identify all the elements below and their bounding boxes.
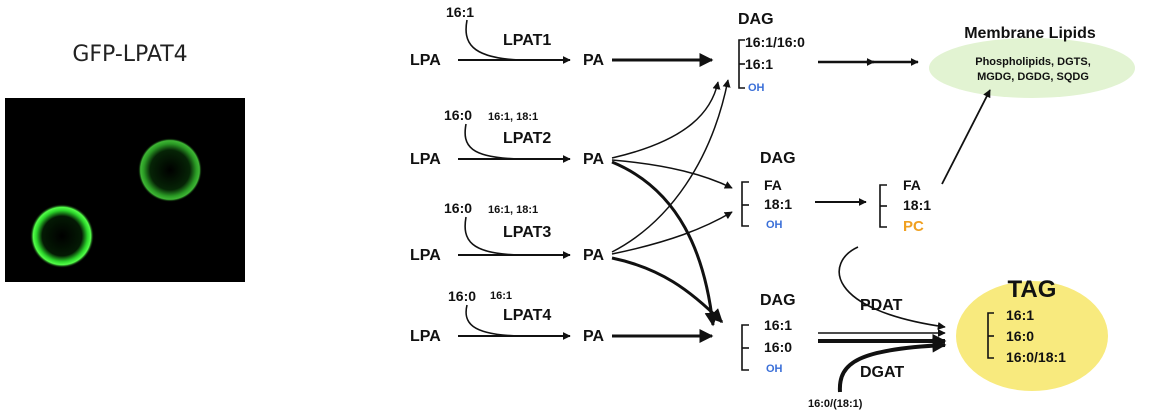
membrane-lipids: Membrane Lipids Phospholipids, DGTS, MGD… bbox=[929, 25, 1135, 98]
dag-label: DAG bbox=[760, 292, 796, 309]
gfp-micrograph bbox=[5, 98, 245, 282]
dag-chain: 16:0 bbox=[764, 339, 792, 355]
pc-chain: FA bbox=[903, 177, 921, 193]
lpa-label: LPA bbox=[410, 151, 441, 168]
dag-label: DAG bbox=[738, 11, 774, 28]
dag-chain: 16:1/16:0 bbox=[745, 34, 805, 50]
acyl-minor-label: 16:1 bbox=[490, 290, 512, 302]
membrane-line1: Phospholipids, DGTS, bbox=[975, 56, 1091, 68]
acyl-donor-arrow bbox=[465, 19, 521, 61]
row-lpat3: LPA 16:0 16:1, 18:1 LPAT3 PA bbox=[410, 200, 604, 264]
dag-middle: DAG FA 18:1 OH bbox=[741, 150, 796, 231]
pa-branch-arrows bbox=[611, 79, 733, 327]
dag-chain: 16:1 bbox=[745, 56, 773, 72]
gfp-cell-dim bbox=[138, 138, 202, 202]
enzyme-lpat3: LPAT3 bbox=[503, 224, 551, 241]
dag-chain: 16:1 bbox=[764, 317, 792, 333]
row-lpat4: LPA 16:0 16:1 LPAT4 PA bbox=[410, 288, 714, 345]
pc-headgroup-label: PC bbox=[903, 218, 924, 235]
micrograph-title: GFP-LPAT4 bbox=[72, 42, 188, 67]
dag-bottom: DAG 16:1 16:0 OH bbox=[741, 292, 796, 375]
acyl-minor-label: 16:1, 18:1 bbox=[488, 204, 538, 216]
tag-chain: 16:0/18:1 bbox=[1006, 349, 1066, 365]
pc-species: FA 18:1 PC bbox=[879, 177, 931, 235]
tag-pool: TAG 16:1 16:0 16:0/18:1 bbox=[956, 276, 1108, 391]
pa-label: PA bbox=[583, 247, 604, 264]
lpa-label: LPA bbox=[410, 328, 441, 345]
dag-chain: 18:1 bbox=[764, 196, 792, 212]
tag-title: TAG bbox=[1008, 276, 1057, 303]
acyl-donor-label: 16:1 bbox=[446, 4, 474, 20]
acyl-donor-label: 16:0 bbox=[444, 107, 472, 123]
enzyme-pdat: PDAT bbox=[860, 297, 903, 314]
dag-chain: FA bbox=[764, 177, 782, 193]
pa-label: PA bbox=[583, 328, 604, 345]
dag-label: DAG bbox=[760, 150, 796, 167]
pa-label: PA bbox=[583, 52, 604, 69]
lpa-label: LPA bbox=[410, 247, 441, 264]
gfp-cell-bright bbox=[30, 204, 94, 268]
row-lpat2: LPA 16:0 16:1, 18:1 LPAT2 PA bbox=[410, 107, 604, 168]
enzyme-lpat1: LPAT1 bbox=[503, 32, 551, 49]
enzyme-dgat: DGAT bbox=[860, 364, 904, 381]
hydroxyl-label: OH bbox=[766, 363, 783, 375]
hydroxyl-label: OH bbox=[748, 82, 765, 94]
dag-top: DAG 16:1/16:0 16:1 OH bbox=[738, 11, 805, 94]
hydroxyl-label: OH bbox=[766, 219, 783, 231]
pc-chain: 18:1 bbox=[903, 197, 931, 213]
acyl-donor-label: 16:0 bbox=[444, 200, 472, 216]
enzyme-lpat2: LPAT2 bbox=[503, 130, 551, 147]
acyl-minor-label: 16:1, 18:1 bbox=[488, 111, 538, 123]
membrane-title: Membrane Lipids bbox=[964, 25, 1096, 42]
membrane-line2: MGDG, DGDG, SQDG bbox=[977, 71, 1089, 83]
enzyme-lpat4: LPAT4 bbox=[503, 307, 551, 324]
tag-chain: 16:0 bbox=[1006, 328, 1034, 344]
dgat-acyl-label: 16:0/(18:1) bbox=[808, 398, 863, 410]
tag-chain: 16:1 bbox=[1006, 307, 1034, 323]
tag-ellipse bbox=[956, 281, 1108, 391]
pa-label: PA bbox=[583, 151, 604, 168]
acyl-donor-label: 16:0 bbox=[448, 288, 476, 304]
lpa-label: LPA bbox=[410, 52, 441, 69]
membrane-ellipse bbox=[929, 38, 1135, 98]
row-lpat1: LPA 16:1 LPAT1 PA bbox=[410, 4, 714, 69]
tag-synthesis-arrows: PDAT DGAT 16:0/(18:1) bbox=[808, 246, 947, 410]
